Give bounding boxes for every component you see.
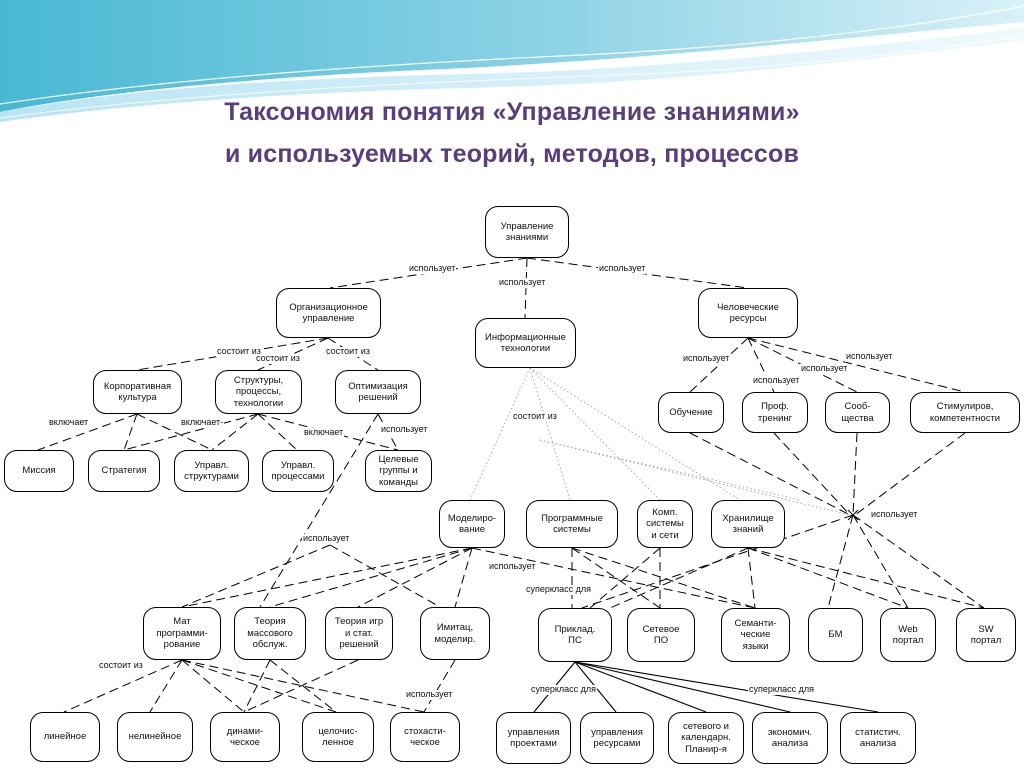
edge-label-uses-opt: использует: [380, 424, 429, 435]
node-organizational-management: Организационное управление: [276, 288, 381, 338]
node-target-groups: Целевые группы и команды: [365, 450, 432, 492]
edge-label-uses-right: использует: [598, 263, 647, 274]
edge-label-uses-hr1: использует: [682, 353, 731, 364]
slide-title-line-1: Таксономия понятия «Управление знаниями»: [224, 98, 800, 126]
edge-label-superclass-1: суперкласс для: [525, 584, 593, 595]
node-decision-optimization: Оптимизация решений: [335, 370, 421, 414]
edge-label-uses-mid: использует: [498, 277, 547, 288]
node-knowledge-storage: Хранилище знаний: [711, 500, 785, 548]
node-economic-analysis: экономич. анализа: [752, 712, 828, 764]
node-project-management: управления проектами: [496, 712, 571, 764]
node-nonlinear: нелинейное: [117, 712, 193, 762]
edge-label-uses-left: использует: [408, 263, 457, 274]
node-mission: Миссия: [4, 450, 74, 492]
node-stochastic: стохасти- ческое: [390, 712, 460, 762]
edge-label-includes-2: включает-: [180, 417, 225, 428]
junction-mark: [847, 509, 859, 521]
dashed-connectors: [37, 257, 985, 713]
edge-label-uses-hr3: использует: [800, 363, 849, 374]
edge-label-superclass-3: суперкласс для: [748, 684, 816, 695]
node-game-theory: Теория игр и стат. решений: [325, 607, 393, 660]
node-structure-management: Управл. структурами: [174, 450, 249, 492]
node-network-calendar-planning: сетевого и календарн. Планир-я: [668, 712, 744, 764]
edge-label-superclass-2: суперкласс для: [530, 684, 598, 695]
node-integer: целочис- ленное: [302, 712, 374, 762]
node-professional-training: Проф. тренинг: [742, 392, 808, 433]
node-sw-portal: SW портал: [956, 608, 1016, 662]
node-dynamic: динами- ческое: [210, 712, 280, 762]
node-process-management: Управл. процессами: [262, 450, 334, 492]
node-semantic-languages: Семанти- ческие языки: [721, 608, 790, 662]
node-information-technologies: Информационные технологии: [475, 318, 576, 368]
node-modeling: Моделиро- вание: [439, 500, 505, 548]
node-linear: линейное: [30, 712, 100, 762]
edge-label-uses-hr4: использует: [752, 375, 801, 386]
slide-title-line-2: и используемых теорий, методов, процессо…: [224, 140, 800, 168]
edge-label-uses-model: использует: [302, 533, 351, 544]
node-structures-processes: Структуры, процессы, технологии: [215, 370, 302, 414]
node-human-resources: Человеческие ресурсы: [698, 288, 798, 338]
node-resource-management: управления ресурсами: [580, 712, 654, 764]
edge-label-uses-x: использует: [870, 509, 919, 520]
node-knowledge-management: Управление знаниями: [485, 206, 569, 258]
node-corporate-culture: Корпоративная культура: [93, 370, 182, 414]
edge-label-uses-sw: использует: [488, 561, 537, 572]
edge-label-includes-3: включает: [303, 427, 345, 438]
node-network-software: Сетевое ПО: [627, 608, 695, 662]
node-statistical-analysis: статистич. анализа: [840, 712, 916, 764]
node-applied-software: Приклад. ПС: [538, 608, 612, 662]
header-wave-decoration: [0, 0, 1024, 122]
node-incentives: Стимулиров, компетентности: [910, 392, 1020, 433]
it-dotted-connectors: [469, 367, 851, 516]
edge-label-includes-1: включает: [48, 417, 90, 428]
node-web-portal: Web портал: [880, 608, 936, 662]
node-communities: Сооб- щества: [825, 392, 890, 433]
edge-label-consists-a: состоит из: [216, 346, 262, 357]
node-strategy: Стратегия: [88, 450, 160, 492]
edge-label-consists-math: состоит из: [98, 660, 144, 671]
node-simulation: Имитац, моделир.: [420, 607, 490, 660]
edge-label-uses-hr2: использует: [845, 351, 894, 362]
edge-label-uses-bottom: использует: [405, 689, 454, 700]
node-computer-networks: Комп. системы и сети: [637, 500, 693, 548]
edge-label-consists-b: состоит из: [255, 353, 301, 364]
node-queueing-theory: Теория массового обслуж.: [234, 607, 306, 660]
node-math-programming: Мат программи- рование: [143, 607, 221, 660]
node-training: Обучение: [658, 392, 724, 433]
edge-label-consists-c: состоит из: [325, 346, 371, 357]
node-db: БМ: [808, 608, 863, 662]
node-software-systems: Программные системы: [526, 500, 618, 548]
edge-label-consists-it: состоит из: [512, 411, 558, 422]
